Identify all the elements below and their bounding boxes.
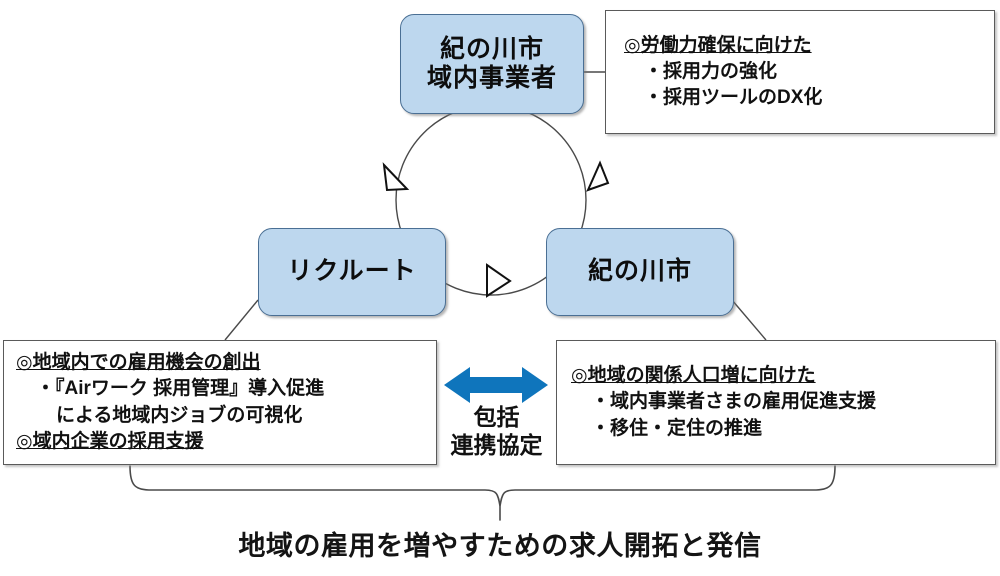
textbox-right-heading: ◎地域の関係人口増に向けた bbox=[571, 365, 816, 387]
textbox-top-item-1: ・採用力の強化 bbox=[644, 60, 778, 82]
textbox-city-initiatives: ◎地域の関係人口増に向けた ・域内事業者さまの雇用促進支援 ・移住・定住の推進 bbox=[556, 340, 996, 465]
cycle-arrow-city-to-top bbox=[586, 160, 610, 192]
partnership-double-arrow bbox=[444, 367, 548, 403]
node-top-line2: 域内事業者 bbox=[426, 64, 557, 92]
leader-recruit bbox=[224, 299, 259, 341]
node-recruit-label: リクルート bbox=[287, 257, 417, 286]
textbox-workforce-securing: ◎労働力確保に向けた ・採用力の強化 ・採用ツールのDX化 bbox=[605, 10, 995, 134]
textbox-right-item-2: ・移住・定住の推進 bbox=[591, 417, 763, 439]
bottom-caption: 地域の雇用を増やすための求人開拓と発信 bbox=[238, 531, 762, 561]
node-kinokawa-local-businesses[interactable]: 紀の川市 域内事業者 bbox=[400, 14, 584, 114]
textbox-left-heading-2: ◎域内企業の採用支援 bbox=[16, 430, 204, 452]
partnership-label-line2: 連携協定 bbox=[450, 432, 543, 459]
node-recruit[interactable]: リクルート bbox=[258, 228, 446, 316]
textbox-left-item-1-cont: による地域内ジョブの可視化 bbox=[56, 404, 303, 426]
cycle-arrow-recruit-to-city bbox=[486, 263, 512, 298]
leader-city bbox=[731, 299, 767, 341]
textbox-left-heading-1: ◎地域内での雇用機会の創出 bbox=[16, 352, 261, 374]
node-kinokawa-city[interactable]: 紀の川市 bbox=[546, 228, 734, 316]
textbox-recruit-initiatives: ◎地域内での雇用機会の創出 ・『Airワーク 採用管理』導入促進 による地域内ジ… bbox=[3, 340, 437, 465]
textbox-top-heading: ◎労働力確保に向けた bbox=[624, 34, 812, 56]
textbox-top-item-2: ・採用ツールのDX化 bbox=[644, 87, 823, 109]
bottom-brace bbox=[129, 465, 836, 521]
partnership-label-line1: 包括 bbox=[473, 404, 520, 430]
textbox-left-item-1: ・『Airワーク 採用管理』導入促進 bbox=[36, 378, 325, 400]
cycle-arrow-top-to-recruit bbox=[382, 162, 410, 192]
node-city-label: 紀の川市 bbox=[587, 257, 692, 286]
node-top-line1: 紀の川市 bbox=[439, 34, 544, 63]
textbox-right-item-1: ・域内事業者さまの雇用促進支援 bbox=[591, 391, 877, 413]
partnership-label: 包括 連携協定 bbox=[437, 403, 556, 459]
